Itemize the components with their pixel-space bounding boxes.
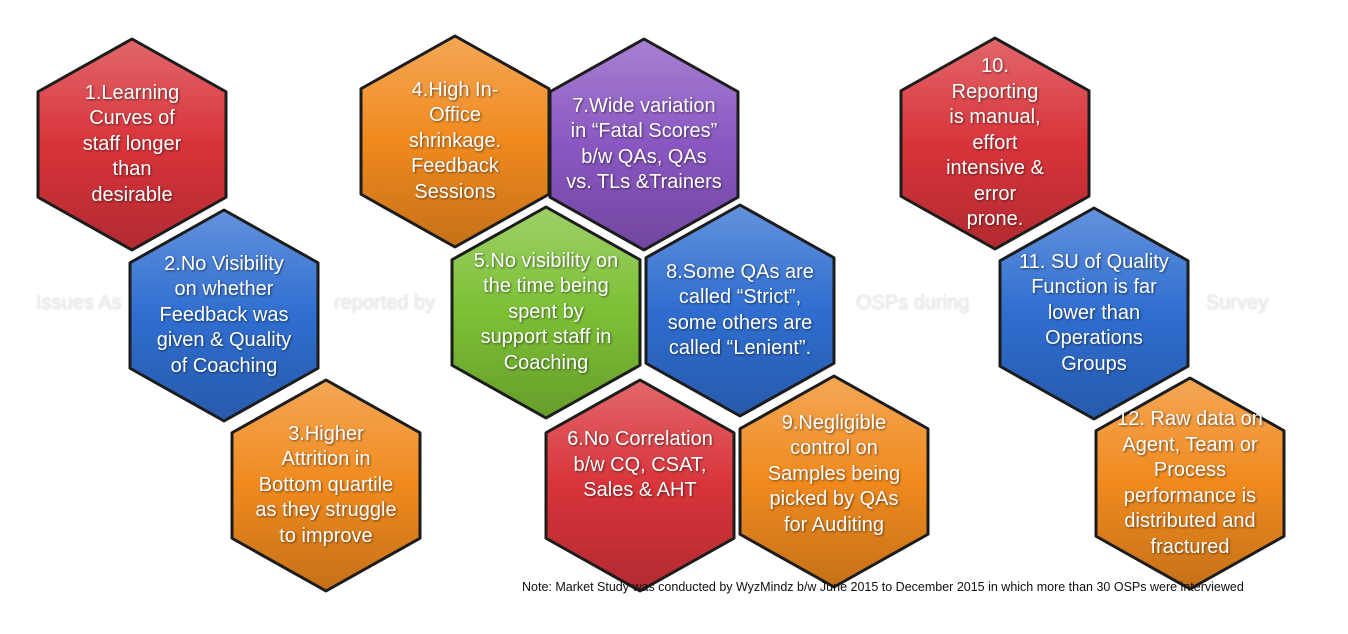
issue-hexagon-10: 10. Reporting is manual, effort intensiv…: [899, 36, 1091, 251]
hexagon-shape: [1094, 376, 1286, 591]
hexagon-shape: [359, 34, 551, 249]
hexagon-shape: [644, 203, 836, 418]
hexagon-shape: [450, 205, 642, 420]
issue-hexagon-12: 12. Raw data on Agent, Team or Process p…: [1094, 376, 1286, 591]
issue-hexagon-6: 6.No Correlation b/w CQ, CSAT, Sales & A…: [544, 378, 736, 593]
issue-label-4: 4.High In- Office shrinkage. Feedback Se…: [408, 78, 502, 203]
issue-label-7: 7.Wide variation in “Fatal Scores” b/w Q…: [566, 94, 722, 194]
banner-text-1: Issues As: [36, 292, 122, 314]
issue-hexagon-4: 4.High In- Office shrinkage. Feedback Se…: [359, 34, 551, 249]
issue-hexagon-7: 7.Wide variation in “Fatal Scores” b/w Q…: [548, 37, 740, 252]
banner-text-2: reported by: [334, 292, 436, 314]
issue-hexagon-9: 9.Negligible control on Samples being pi…: [738, 374, 930, 589]
banner-text-4: Survey: [1206, 292, 1269, 314]
issue-label-1: 1.Learning Curves of staff longer than d…: [82, 81, 182, 206]
issue-label-9: 9.Negligible control on Samples being pi…: [767, 411, 901, 536]
issue-label-5: 5.No visibility on the time being spent …: [473, 249, 619, 374]
issue-hexagon-2: 2.No Visibility on whether Feedback was …: [128, 208, 320, 423]
hexagon-shape: [899, 36, 1091, 251]
issue-label-2: 2.No Visibility on whether Feedback was …: [156, 252, 292, 377]
banner-text-3: OSPs during: [856, 292, 970, 314]
issue-label-6: 6.No Correlation b/w CQ, CSAT, Sales & A…: [567, 428, 713, 502]
issue-hexagon-3: 3.Higher Attrition in Bottom quartile as…: [230, 378, 422, 593]
footnote: Note: Market Study was conducted by WyzM…: [522, 580, 1244, 594]
hexagon-shape: [128, 208, 320, 423]
issue-hexagon-5: 5.No visibility on the time being spent …: [450, 205, 642, 420]
hexagon-shape: [544, 378, 736, 593]
issue-hexagon-8: 8.Some QAs are called “Strict”, some oth…: [644, 203, 836, 418]
issue-label-3: 3.Higher Attrition in Bottom quartile as…: [255, 422, 397, 547]
hexagon-shape: [230, 378, 422, 593]
issue-hexagon-11: 11. SU of Quality Function is far lower …: [998, 206, 1190, 421]
issue-hexagon-1: 1.Learning Curves of staff longer than d…: [36, 37, 228, 252]
hexagon-shape: [36, 37, 228, 252]
hexagon-shape: [738, 374, 930, 589]
issue-label-10: 10. Reporting is manual, effort intensiv…: [946, 55, 1044, 231]
issue-label-12: 12. Raw data on Agent, Team or Process p…: [1117, 408, 1263, 558]
issue-label-8: 8.Some QAs are called “Strict”, some oth…: [666, 260, 814, 360]
hexagon-shape: [998, 206, 1190, 421]
issue-label-11: 11. SU of Quality Function is far lower …: [1019, 250, 1169, 375]
hexagon-shape: [548, 37, 740, 252]
